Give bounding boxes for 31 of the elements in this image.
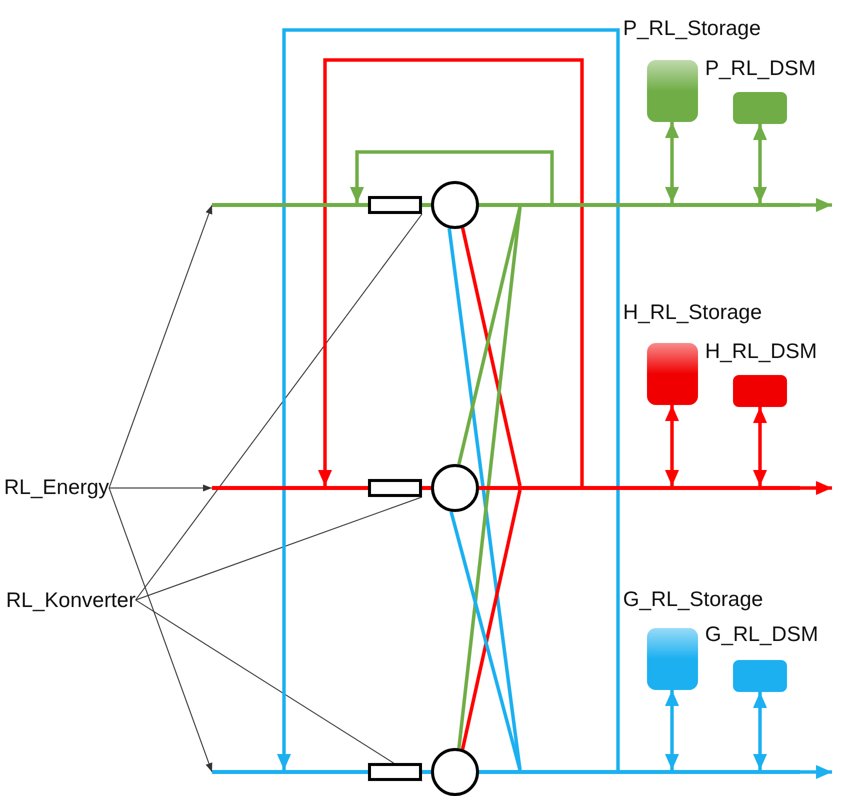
storage-label: G_RL_Storage — [623, 587, 764, 613]
leader-line — [135, 600, 422, 782]
annotation-text: RL_Energy — [4, 475, 110, 501]
dsm-label: G_RL_DSM — [705, 622, 818, 648]
flow-line — [457, 206, 522, 748]
flow-arrow — [350, 150, 554, 203]
storage-label: P_RL_Storage — [623, 16, 761, 42]
dsm-label: P_RL_DSM — [705, 56, 816, 82]
flow-line — [460, 227, 522, 486]
leader-line — [108, 484, 212, 492]
double-arrow — [665, 405, 679, 486]
double-arrow — [753, 407, 767, 486]
leader-line — [108, 488, 212, 772]
double-arrow — [665, 690, 679, 770]
double-arrow — [665, 122, 679, 203]
leader-line — [108, 204, 212, 488]
leader-line — [135, 214, 422, 600]
flow-line — [460, 490, 522, 750]
leader-line — [135, 496, 422, 600]
flow-arrow — [318, 58, 584, 486]
flow-arrow — [277, 28, 620, 770]
flow-arrow — [800, 481, 832, 495]
dsm-label: H_RL_DSM — [705, 339, 818, 365]
storage-label: H_RL_Storage — [623, 300, 762, 326]
annotation-text: RL_Konverter — [6, 588, 136, 614]
flow-arrow — [800, 198, 832, 212]
flow-arrow — [800, 765, 832, 779]
double-arrow — [753, 692, 767, 770]
flow-line — [449, 511, 522, 770]
flow-line — [447, 228, 522, 770]
double-arrow — [753, 124, 767, 203]
